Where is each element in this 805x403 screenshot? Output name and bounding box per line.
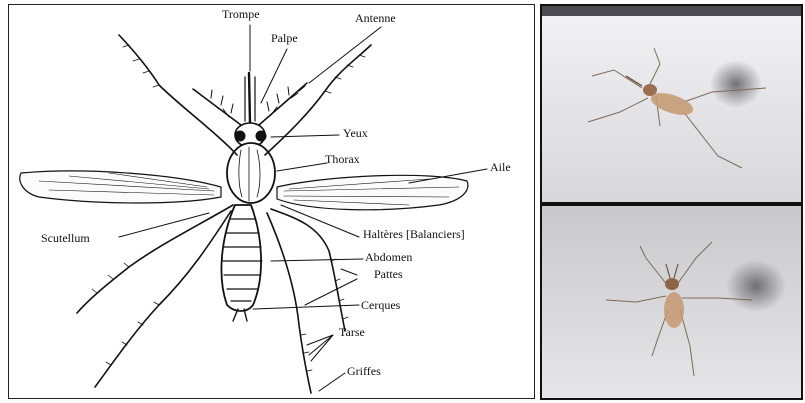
label-pattes: Pattes	[374, 267, 403, 282]
midge-photo-top	[542, 6, 801, 202]
label-thorax: Thorax	[325, 152, 360, 167]
label-scutellum: Scutellum	[41, 231, 90, 246]
left-middle-leg	[77, 205, 233, 313]
label-cerques: Cerques	[361, 298, 400, 313]
abdomen	[221, 205, 261, 311]
midge-photo-bottom	[542, 206, 801, 398]
mosquito-illustration	[9, 5, 535, 399]
photo-panel	[540, 4, 803, 400]
label-halteres: Haltères [Balanciers]	[363, 227, 465, 242]
left-front-leg	[119, 35, 237, 155]
label-abdomen: Abdomen	[365, 250, 412, 265]
label-griffes: Griffes	[347, 364, 381, 379]
mosquito-diagram-panel: Trompe Palpe Antenne Yeux Thorax Aile Sc…	[8, 4, 535, 399]
right-middle-leg	[271, 209, 345, 331]
label-palpe: Palpe	[271, 31, 298, 46]
right-hind-leg	[267, 213, 311, 393]
left-eye	[235, 131, 245, 141]
proboscis	[249, 73, 250, 123]
label-trompe: Trompe	[222, 7, 260, 22]
right-wing	[277, 175, 468, 209]
photo-top	[542, 6, 801, 202]
label-aile: Aile	[490, 160, 511, 175]
label-yeux: Yeux	[343, 126, 368, 141]
photo-bottom	[542, 206, 801, 398]
right-eye	[256, 131, 266, 141]
left-wing	[20, 171, 221, 203]
left-hind-leg	[95, 211, 231, 387]
label-tarse: Tarse	[339, 325, 365, 340]
label-antenne: Antenne	[355, 11, 396, 26]
